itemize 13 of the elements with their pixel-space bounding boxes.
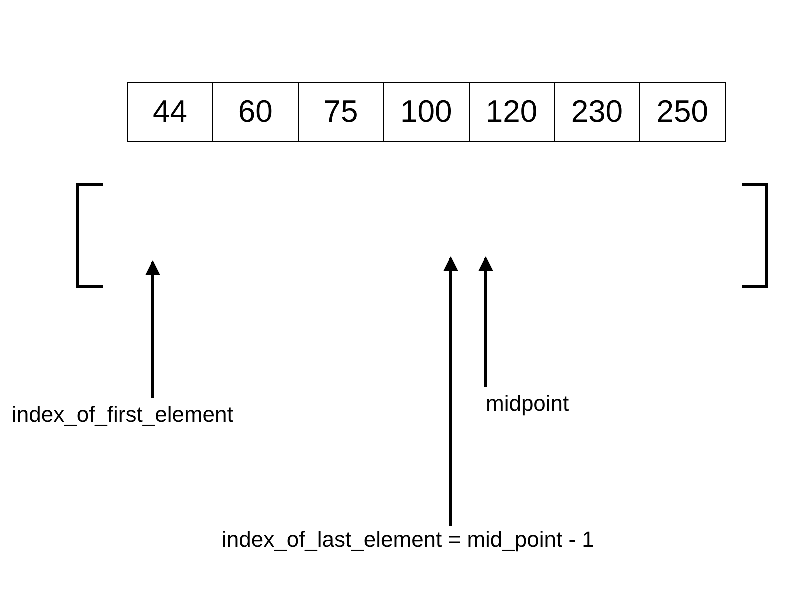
array-cell: 230 xyxy=(554,82,640,142)
pointer-arrow xyxy=(444,256,458,526)
pointer-arrow xyxy=(478,256,494,387)
pointer-label: index_of_last_element = mid_point - 1 xyxy=(222,527,594,553)
array-cell: 75 xyxy=(298,82,384,142)
array-cell: 250 xyxy=(639,82,726,142)
array-cell: 44 xyxy=(127,82,214,142)
array-cell: 100 xyxy=(383,82,470,142)
array-cell: 60 xyxy=(212,82,299,142)
pointer-label: midpoint xyxy=(486,391,570,417)
pointer-arrow xyxy=(146,260,160,398)
pointer-label: index_of_first_element xyxy=(12,402,234,428)
array-cell: 120 xyxy=(468,82,555,142)
